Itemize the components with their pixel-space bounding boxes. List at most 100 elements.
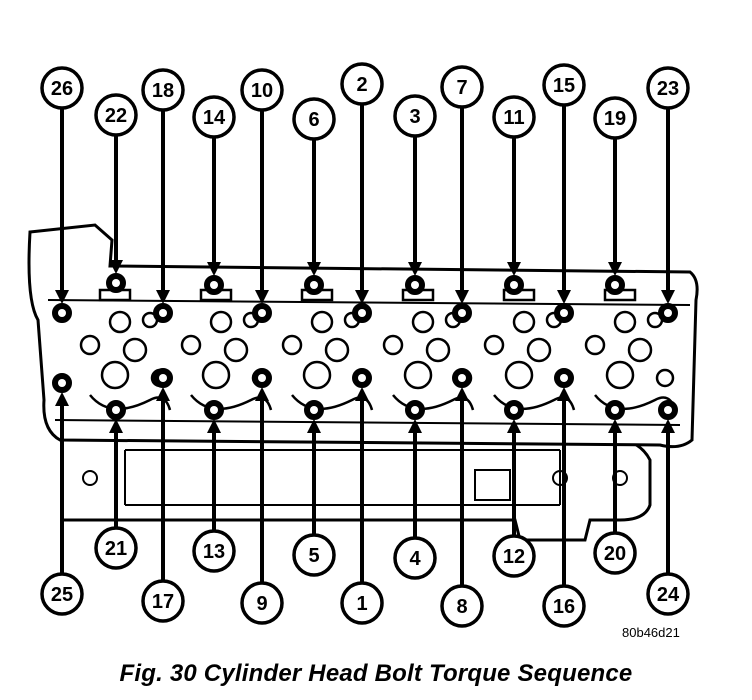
bolt-15 bbox=[554, 303, 574, 323]
callout-number: 15 bbox=[553, 75, 575, 97]
leader-bottom-8-arrowhead bbox=[455, 387, 469, 401]
leader-top-11-arrowhead bbox=[507, 262, 521, 276]
leader-top-10-arrowhead bbox=[255, 290, 269, 304]
leader-top-15-arrowhead bbox=[557, 290, 571, 304]
callout-circle bbox=[492, 95, 536, 139]
leader-bottom-12-arrowhead bbox=[507, 419, 521, 433]
callout-23: 23 bbox=[646, 66, 690, 110]
callout-circle bbox=[492, 534, 536, 578]
callout-18: 18 bbox=[141, 68, 185, 112]
callout-number: 3 bbox=[409, 106, 420, 128]
callout-circle bbox=[646, 572, 690, 616]
bolt-6 bbox=[304, 275, 324, 295]
callout-14: 14 bbox=[192, 95, 236, 139]
callout-number: 7 bbox=[456, 77, 467, 99]
bolt-9 bbox=[252, 368, 272, 388]
bolt-14 bbox=[204, 275, 224, 295]
leader-bottom-9-arrowhead bbox=[255, 387, 269, 401]
callout-circle bbox=[94, 526, 138, 570]
bolt-17 bbox=[153, 368, 173, 388]
callout-11: 11 bbox=[492, 95, 536, 139]
figure-code: 80b46d21 bbox=[622, 625, 680, 640]
callout-24: 24 bbox=[646, 572, 690, 616]
callout-19: 19 bbox=[593, 96, 637, 140]
callout-circle bbox=[192, 95, 236, 139]
callout-number: 22 bbox=[105, 105, 127, 127]
callout-number: 11 bbox=[503, 107, 524, 129]
bolt-3 bbox=[405, 275, 425, 295]
callout-15: 15 bbox=[542, 63, 586, 107]
leader-bottom-25-arrowhead bbox=[55, 392, 69, 406]
intake-manifold-plate bbox=[60, 434, 652, 542]
callout-number: 12 bbox=[503, 546, 525, 568]
callout-number: 20 bbox=[604, 543, 626, 565]
leader-top-23-arrowhead bbox=[661, 290, 675, 304]
callout-8: 8 bbox=[440, 584, 484, 628]
callout-2: 2 bbox=[340, 62, 384, 106]
leader-top-26-arrowhead bbox=[55, 290, 69, 304]
callout-10: 10 bbox=[240, 68, 284, 112]
callout-circle bbox=[292, 97, 336, 141]
callout-number: 2 bbox=[356, 74, 367, 96]
bolt-21 bbox=[106, 400, 126, 420]
callout-21: 21 bbox=[94, 526, 138, 570]
callout-3: 3 bbox=[393, 94, 437, 138]
callout-7: 7 bbox=[440, 65, 484, 109]
leader-bottom-4-arrowhead bbox=[408, 419, 422, 433]
sequence-callouts: 2625222118171413109652134781112151619202… bbox=[40, 62, 690, 628]
bolt-11 bbox=[504, 275, 524, 295]
callout-circle bbox=[141, 68, 185, 112]
callout-number: 21 bbox=[105, 538, 127, 560]
callout-number: 9 bbox=[256, 593, 267, 615]
callout-number: 1 bbox=[356, 593, 367, 615]
callout-circle bbox=[646, 66, 690, 110]
callout-number: 18 bbox=[152, 80, 174, 102]
callout-circle bbox=[440, 65, 484, 109]
head-bolts bbox=[52, 273, 678, 420]
callout-number: 19 bbox=[604, 108, 626, 130]
callout-4: 4 bbox=[393, 536, 437, 580]
callout-number: 6 bbox=[308, 109, 319, 131]
bolt-1 bbox=[352, 368, 372, 388]
leader-top-22-arrowhead bbox=[109, 260, 123, 274]
callout-circle bbox=[593, 531, 637, 575]
callout-circle bbox=[40, 66, 84, 110]
bolt-10 bbox=[252, 303, 272, 323]
cylinder-head-diagram: 2625222118171413109652134781112151619202… bbox=[27, 62, 699, 640]
callout-16: 16 bbox=[542, 584, 586, 628]
cylinder-head-body bbox=[27, 223, 699, 449]
bolt-23 bbox=[658, 303, 678, 323]
callout-26: 26 bbox=[40, 66, 84, 110]
callout-number: 25 bbox=[51, 584, 73, 606]
leader-bottom-1-arrowhead bbox=[355, 387, 369, 401]
callout-12: 12 bbox=[492, 534, 536, 578]
callout-circle bbox=[340, 62, 384, 106]
bolt-22 bbox=[106, 273, 126, 293]
callout-circle bbox=[440, 584, 484, 628]
callout-circle bbox=[393, 94, 437, 138]
callout-13: 13 bbox=[192, 529, 236, 573]
callout-circle bbox=[542, 63, 586, 107]
bolt-19 bbox=[605, 275, 625, 295]
leader-lines bbox=[55, 104, 675, 586]
callout-number: 26 bbox=[51, 78, 73, 100]
leader-top-18-arrowhead bbox=[156, 290, 170, 304]
callout-number: 13 bbox=[203, 541, 225, 563]
callout-circle bbox=[393, 536, 437, 580]
callout-circle bbox=[192, 529, 236, 573]
leader-bottom-24-arrowhead bbox=[661, 419, 675, 433]
callout-17: 17 bbox=[141, 579, 185, 623]
callout-6: 6 bbox=[292, 97, 336, 141]
callout-25: 25 bbox=[40, 572, 84, 616]
leader-bottom-16-arrowhead bbox=[557, 387, 571, 401]
callout-22: 22 bbox=[94, 93, 138, 137]
bolt-7 bbox=[452, 303, 472, 323]
leader-bottom-21-arrowhead bbox=[109, 419, 123, 433]
callout-number: 10 bbox=[251, 80, 273, 102]
callout-number: 5 bbox=[308, 545, 319, 567]
callout-number: 24 bbox=[657, 584, 680, 606]
leader-top-7-arrowhead bbox=[455, 290, 469, 304]
leader-bottom-5-arrowhead bbox=[307, 419, 321, 433]
bolt-8 bbox=[452, 368, 472, 388]
callout-20: 20 bbox=[593, 531, 637, 575]
